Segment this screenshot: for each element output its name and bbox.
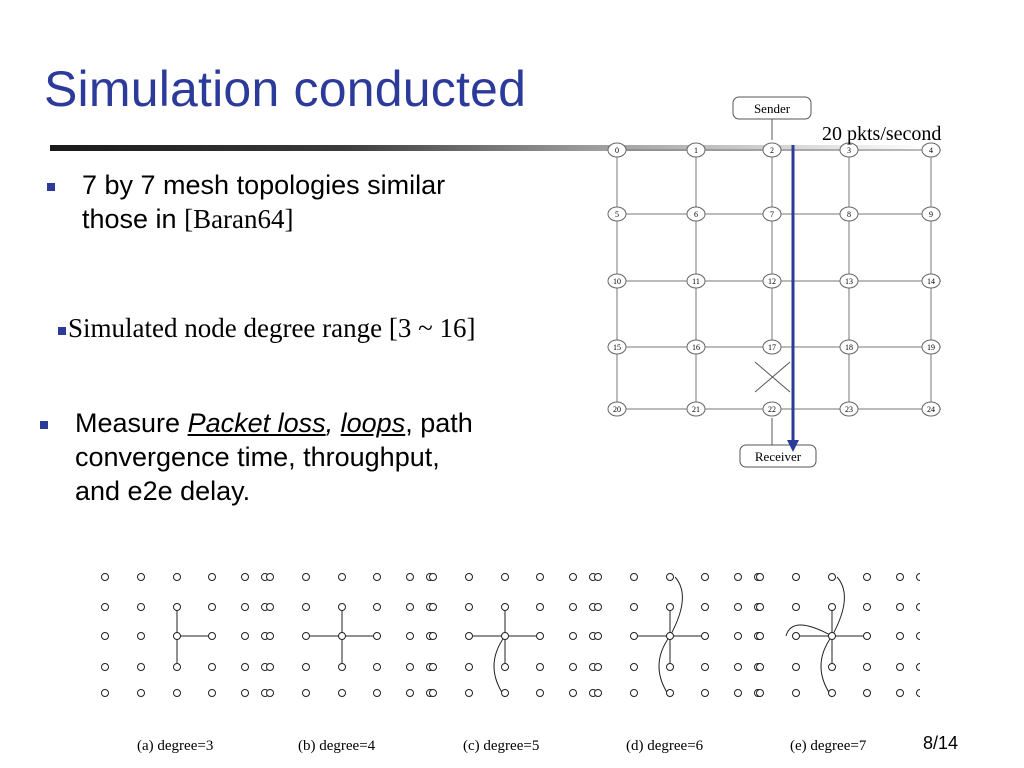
bullet-marker [58,326,66,335]
flow-arrow-head [787,440,799,452]
degree-label-a: (a) degree=3 [137,738,214,754]
mesh-node-label: 6 [694,210,698,219]
mesh-node-label: 1 [694,146,698,155]
mesh-node-label: 3 [847,146,851,155]
receiver-box [739,444,817,468]
mesh-node-label: 12 [768,277,776,286]
degree-figure-d [594,573,762,698]
measure-rest3: and e2e delay. [75,476,251,506]
mesh-node-label: 0 [615,146,619,155]
degree-figure-c [429,573,597,698]
mesh-node: 8 [839,206,859,222]
mesh-node-label: 17 [768,343,776,352]
degree-figures [101,573,920,698]
bullet-text: Simulated node degree range [3 ~ 16] [68,313,476,343]
slide-title: Simulation conducted [44,61,527,117]
mesh-node-label: 18 [845,343,853,352]
mesh-node-label: 10 [613,277,621,286]
measure-prefix: Measure [75,408,188,438]
degree-figure-a [101,573,269,697]
mesh-node: 2 [762,142,782,158]
mesh-node-label: 16 [692,343,700,352]
mesh-node: 16 [686,339,706,355]
mesh-node: 14 [921,273,941,289]
mesh-node: 4 [921,142,941,158]
degree-label-b: (b) degree=4 [298,738,376,754]
mesh-node: 22 [762,401,782,417]
mesh-node: 24 [921,401,941,417]
degree-figure-b [266,573,434,697]
measure-rest1: , path [405,408,473,438]
bullet-mesh-topologies: 7 by 7 mesh topologies similar those in … [47,168,562,236]
mesh-node: 18 [839,339,859,355]
mesh-node-label: 4 [929,146,933,155]
mesh-node-label: 9 [929,210,933,219]
mesh-node: 12 [762,273,782,289]
comma: , [325,408,334,438]
mesh-node: 0 [607,142,627,158]
mesh-node: 17 [762,339,782,355]
mesh-node-label: 19 [927,343,935,352]
sender-label: Sender [754,101,791,116]
bullet-text-line2: those in [82,204,185,234]
mesh-node-label: 22 [768,405,776,414]
broken-link-mark [754,361,791,393]
mesh-node: 1 [686,142,706,158]
mesh-node: 19 [921,339,941,355]
mesh-node: 23 [839,401,859,417]
mesh-node-label: 11 [692,277,700,286]
mesh-node: 7 [762,206,782,222]
bullet-marker [40,421,48,429]
rate-label: 20 pkts/second [822,123,941,145]
degree-label-d: (d) degree=6 [626,738,704,754]
bullet-node-degree: Simulated node degree range [3 ~ 16] [58,311,598,345]
mesh-node: 20 [607,401,627,417]
loops-term: loops [340,408,406,438]
mesh-node: 21 [686,401,706,417]
mesh-node: 3 [839,142,859,158]
mesh-node: 5 [607,206,627,222]
mesh-node-label: 15 [613,343,621,352]
bullet-marker [47,183,55,191]
mesh-node-label: 21 [692,405,700,414]
mesh-node-label: 14 [927,277,935,286]
bullet-text-line1: 7 by 7 mesh topologies similar [82,170,446,200]
page-number: 8/14 [923,733,959,753]
mesh-node: 6 [686,206,706,222]
degree-figure-e [756,573,920,698]
mesh-node-label: 24 [927,405,935,414]
mesh-node-label: 7 [770,210,774,219]
degree-label-c: (c) degree=5 [463,738,540,754]
mesh-node-label: 8 [847,210,851,219]
mesh-node-label: 13 [845,277,853,286]
mesh-node-label: 5 [615,210,619,219]
bullet-measure: Measure Packet loss, loops, path converg… [40,406,595,508]
citation-ref: [Baran64] [184,204,294,234]
mesh-node: 9 [921,206,941,222]
mesh-node-label: 20 [613,405,621,414]
mesh-node: 13 [839,273,859,289]
packet-loss-term: Packet loss [187,408,326,438]
mesh-node: 10 [607,273,627,289]
mesh-node-label: 2 [770,146,774,155]
receiver-label: Receiver [755,449,802,464]
mesh-node-label: 23 [845,405,853,414]
mesh-node: 15 [607,339,627,355]
measure-rest2: convergence time, throughput, [75,442,440,472]
title-divider [50,145,1024,151]
degree-label-e: (e) degree=7 [790,738,867,754]
mesh-node: 11 [686,273,706,289]
